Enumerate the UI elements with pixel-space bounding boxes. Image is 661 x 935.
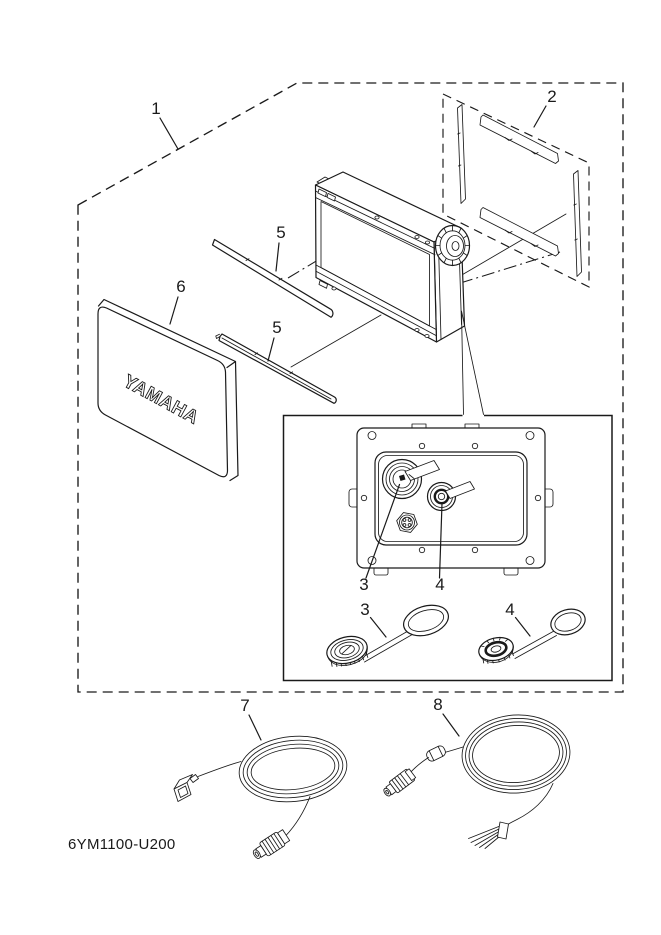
label-4-panel-leader [438, 502, 443, 579]
cap-b-cup [478, 636, 514, 664]
frame-strip-top-notches [504, 137, 539, 155]
label-4-cap-leader [514, 616, 531, 637]
cable-a-plug-round [252, 829, 291, 859]
cable-a-lead-right [285, 796, 311, 837]
cap-b-ring [550, 608, 586, 636]
mount-frame-kit-group: 2 [442, 87, 590, 288]
panel-connector-a [381, 458, 440, 500]
trim-strip-upper-group: 5 [211, 223, 334, 318]
rear-panel-screws [360, 431, 542, 565]
label-6: 6 [176, 277, 185, 296]
display-top-rim [315, 190, 436, 256]
display-screen [320, 201, 430, 327]
cover-group: YAMAHA 6 [97, 277, 239, 482]
label-1-leader [159, 117, 179, 150]
cable-b-lead-to-bead [444, 746, 464, 753]
label-5-upper-leader [275, 242, 280, 272]
cover-front-face [97, 306, 229, 478]
guide-line-lower-left [290, 314, 382, 368]
frame-strip-top [479, 114, 559, 164]
label-7-leader [248, 714, 262, 741]
label-8: 8 [433, 695, 442, 714]
frame-strip-bottom-notches [504, 229, 539, 247]
inset-pointer-wedge [461, 310, 484, 415]
kit-boundary-group: 1 [77, 82, 624, 693]
rear-panel-recess-inner [378, 455, 524, 542]
label-8-leader [442, 713, 460, 737]
rear-panel-recess-outer [374, 451, 528, 546]
rear-panel-group: 3 4 [348, 423, 554, 594]
label-3-cap: 3 [360, 600, 369, 619]
centerline-right [437, 251, 561, 291]
frame-strip-left [457, 104, 466, 204]
frame-kit-dashed-outline [442, 93, 590, 288]
cable-a-group: 7 [173, 696, 348, 859]
cap-b-strap [512, 630, 557, 659]
inset-box-border [282, 414, 613, 682]
cap-a-ring [403, 604, 449, 637]
cable-b-frayed-wires [468, 825, 506, 849]
cap-a-group: 3 [326, 600, 449, 667]
display-front-face [314, 184, 438, 343]
label-5-upper: 5 [276, 223, 285, 242]
cable-b-coil [461, 714, 571, 794]
trim-strip-upper [211, 238, 334, 318]
cable-b-ferrite-bead [426, 745, 446, 762]
trim-strip-lower-details [215, 333, 332, 400]
cable-a-coil [238, 735, 348, 803]
cap-b-group: 4 [478, 600, 586, 664]
label-2-leader [533, 105, 547, 128]
cap-a-strap [361, 628, 415, 663]
label-2: 2 [547, 87, 556, 106]
drawing-code: 6YM1100-U200 [68, 836, 176, 853]
display-rim-detail-3 [318, 280, 328, 289]
frame-strip-left-notches [457, 132, 462, 167]
label-5-lower-leader [267, 337, 275, 362]
trim-strip-lower-group: 5 [215, 318, 337, 404]
inset-box-group: 3 4 3 [282, 310, 613, 682]
label-3-cap-leader [369, 616, 387, 638]
cap-a-cup [326, 635, 369, 667]
label-1: 1 [151, 99, 160, 118]
label-7: 7 [240, 696, 249, 715]
panel-connector-b [426, 481, 475, 512]
cable-b-tag [497, 821, 509, 840]
display-rim-detail-2 [326, 192, 336, 202]
kit-dashed-outline [77, 82, 624, 693]
display-rim-screws [321, 215, 431, 338]
label-3-panel-leader [365, 483, 401, 579]
trim-strip-upper-notches [245, 258, 283, 281]
frame-strip-bottom [479, 207, 559, 257]
cable-a-lead-left [197, 761, 242, 777]
cable-a-plug-rect [173, 774, 199, 802]
cable-b-lead-bottom [501, 783, 554, 829]
cable-b-lead-to-plug [409, 757, 429, 774]
frame-strip-right-notches [573, 203, 578, 241]
frame-strip-right [573, 170, 582, 277]
label-4-cap: 4 [505, 600, 514, 619]
display-knob [434, 224, 471, 267]
knob-ribs [435, 225, 470, 266]
label-3-panel: 3 [359, 575, 368, 594]
cover-back-edges [97, 298, 239, 482]
panel-hex-connector [396, 512, 418, 533]
cable-b-plug-round [383, 768, 417, 797]
display-rim-detail-1 [317, 188, 327, 198]
cable-b-group: 8 [383, 695, 571, 849]
rear-panel-tabs [348, 423, 554, 576]
label-4-panel: 4 [435, 575, 444, 594]
display-unit-group [314, 171, 471, 343]
label-6-leader [169, 296, 179, 325]
label-5-lower: 5 [272, 318, 281, 337]
guide-line-lower-right [442, 213, 567, 287]
